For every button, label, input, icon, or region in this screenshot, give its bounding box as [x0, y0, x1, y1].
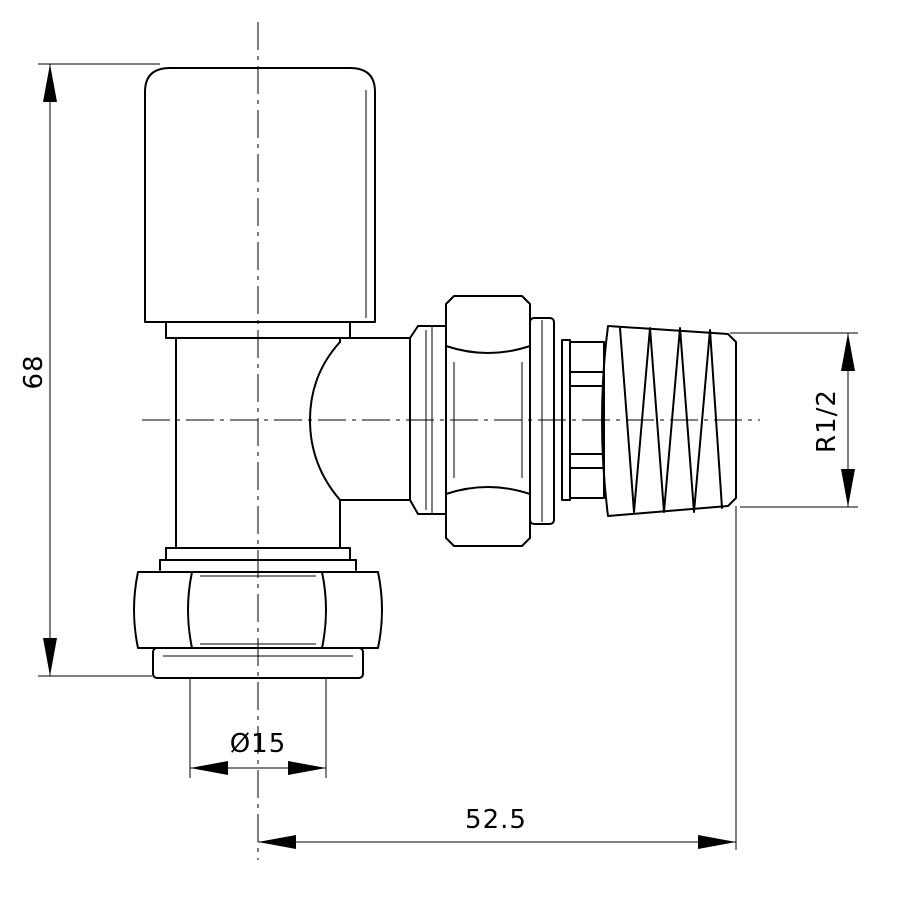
dimension-height: 68 — [19, 63, 160, 677]
dimension-pipe-diameter: Ø15 — [189, 678, 327, 778]
side-washer — [529, 317, 555, 525]
head-collar — [165, 321, 351, 339]
dimension-thread: R1/2 — [730, 332, 858, 508]
valve-head-cap — [144, 67, 376, 323]
threaded-tail — [601, 325, 737, 517]
dimension-pipe-diameter-label: Ø15 — [230, 729, 287, 759]
centerlines — [142, 22, 760, 860]
dimension-thread-label: R1/2 — [812, 389, 842, 453]
dimension-height-label: 68 — [19, 354, 49, 389]
bottom-hex-nut — [133, 571, 383, 679]
valve-body — [175, 337, 411, 549]
side-hex-nut — [445, 295, 531, 547]
dimension-offset: 52.5 — [258, 506, 737, 850]
bottom-neck — [159, 547, 357, 571]
dimension-offset-label: 52.5 — [465, 805, 527, 835]
